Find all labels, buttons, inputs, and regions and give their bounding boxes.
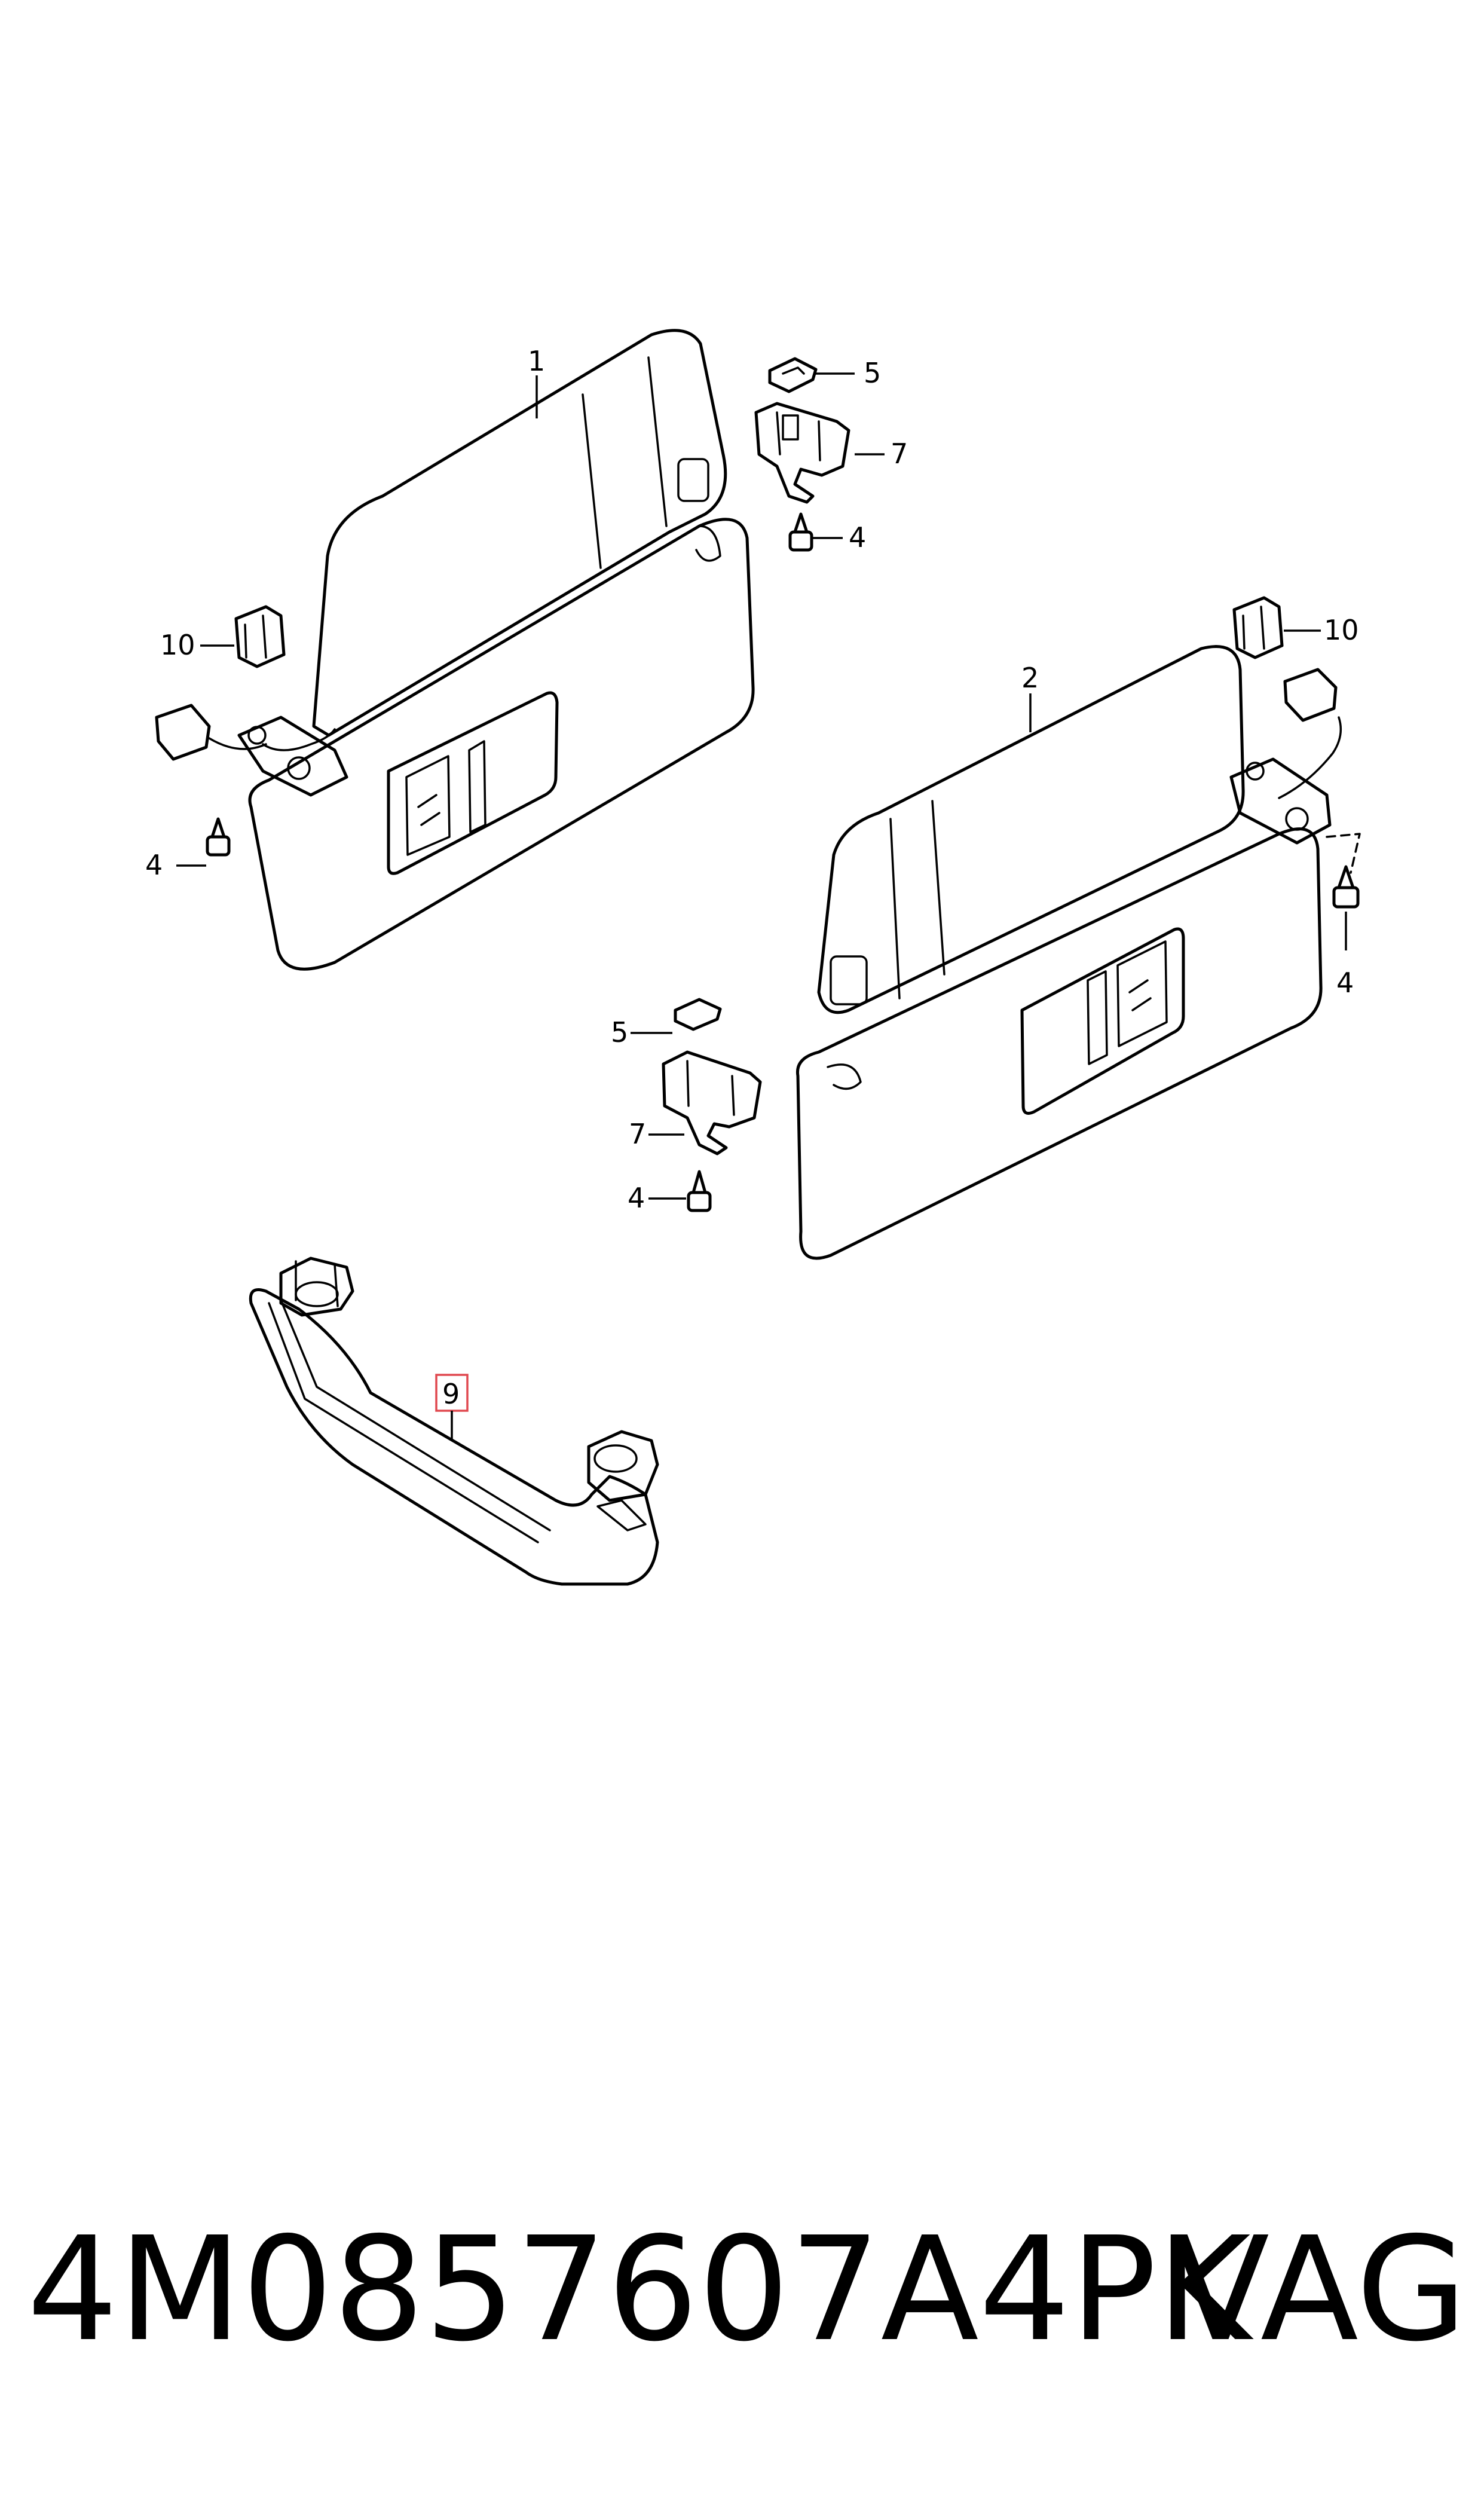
- callout-1: 1: [528, 345, 545, 377]
- screw-mid: [687, 1170, 712, 1212]
- callout-4-mid: 4: [628, 1182, 645, 1214]
- screw-top: [788, 512, 813, 552]
- screw-left: [206, 817, 231, 857]
- part-number: 4M0857607A4PK: [27, 2206, 1251, 2373]
- screw-right: [1332, 865, 1360, 909]
- callout-7-mid: 7: [629, 1118, 646, 1150]
- sun-visor-left: [155, 329, 755, 971]
- clip-bracket-mid: [662, 998, 762, 1155]
- callout-9: 9: [442, 1378, 460, 1410]
- callout-5-top: 5: [864, 357, 881, 389]
- callout-4-right: 4: [1336, 967, 1354, 999]
- callout-10-left: 10: [160, 629, 195, 661]
- sun-visor-right: [795, 645, 1361, 1260]
- brand-name: VAG: [1171, 2206, 1467, 2373]
- callout-10-right: 10: [1324, 614, 1359, 646]
- callout-2: 2: [1021, 662, 1039, 694]
- callout-5-mid: 5: [611, 1016, 628, 1048]
- clip-bracket-top: [754, 357, 850, 504]
- callout-4-top: 4: [849, 521, 866, 554]
- grab-handle: [249, 1257, 659, 1586]
- clip-10-left: [234, 605, 286, 668]
- callout-7-top: 7: [891, 438, 908, 470]
- callout-4-left: 4: [145, 849, 163, 881]
- clip-10-right: [1232, 596, 1284, 659]
